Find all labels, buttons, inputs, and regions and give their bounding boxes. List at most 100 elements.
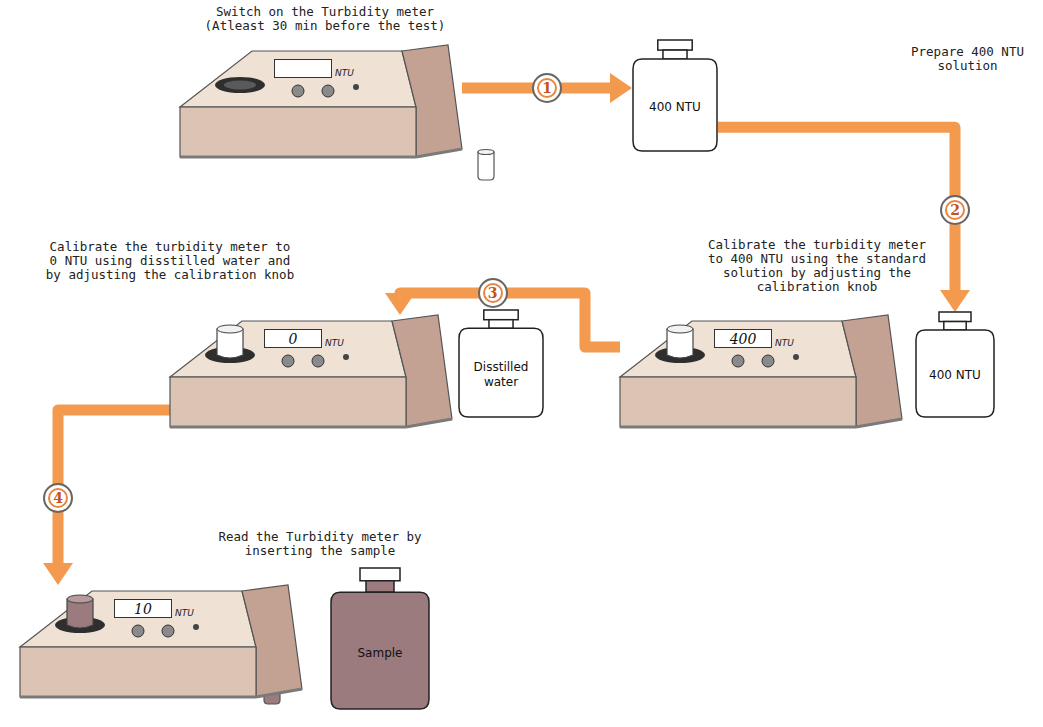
bottle-outline (915, 312, 995, 418)
meter-front-panel (620, 377, 856, 427)
cuvette-top (667, 325, 693, 333)
bottle-cap (360, 568, 400, 581)
step-number: 3 (478, 278, 508, 308)
meter-base (416, 149, 462, 157)
meter-top-panel (20, 591, 256, 647)
sample-holder (215, 77, 265, 93)
control-knob (762, 355, 774, 367)
bottle-outline (330, 568, 430, 710)
display-unit: NTU (775, 338, 794, 348)
display-window (274, 59, 332, 78)
reagent-bottle: Sample (330, 568, 430, 710)
display-window: 0 (264, 329, 322, 348)
control-knob (162, 625, 174, 637)
cuvette-top (67, 595, 93, 603)
meter-front-panel (180, 107, 416, 157)
meter-display: 400 NTU (714, 329, 794, 348)
bottle-body (916, 330, 994, 417)
display-reading: 0 (289, 331, 298, 347)
control-knob (322, 85, 334, 97)
bottle-label-area: 400 NTU (915, 333, 995, 418)
display-unit: NTU (335, 68, 354, 78)
meter-base (620, 426, 856, 429)
bottle-body (331, 592, 429, 709)
bottle-label: Sample (358, 646, 403, 661)
bottle-label-area: Disstilled water (458, 332, 544, 418)
bottle-cap (484, 310, 518, 320)
cuvette-top (217, 325, 243, 333)
bottle-neck (489, 320, 513, 329)
display-reading: 400 (730, 331, 757, 347)
display-window: 400 (714, 329, 772, 348)
meter-front-panel (170, 377, 406, 427)
control-knob (132, 625, 144, 637)
reagent-bottle: 400 NTU (632, 40, 718, 152)
arrow-head (43, 563, 73, 585)
display-unit: NTU (175, 608, 194, 618)
bottle-neck (366, 581, 394, 592)
control-knob (312, 355, 324, 367)
meter-top-panel (180, 51, 416, 107)
arrow-head (940, 290, 970, 312)
step-arrow (462, 73, 632, 103)
callout-number: 2 (950, 202, 960, 218)
step-number: 2 (940, 195, 970, 225)
step-caption: Read the Turbidity meter by inserting th… (215, 530, 425, 558)
bottle-label-area: Sample (330, 596, 430, 710)
turbidity-meter: 0 NTU (170, 315, 452, 433)
control-knob (292, 85, 304, 97)
power-switch (193, 624, 199, 630)
meter-base (856, 419, 902, 427)
step-number: 4 (43, 483, 73, 513)
step-caption: Prepare 400 NTU solution (905, 45, 1030, 73)
bottle-cap (939, 312, 971, 322)
meter-display: NTU (274, 59, 354, 78)
meter-base (256, 689, 302, 697)
callout-number: 3 (488, 285, 498, 301)
arrow-shaft (58, 410, 170, 565)
holder-opening (224, 81, 256, 90)
callout-number: 4 (53, 490, 63, 506)
meter-display: 10 NTU (114, 599, 194, 618)
meter-base (180, 156, 416, 159)
bottle-cap (658, 40, 692, 50)
bottle-label: Disstilled water (464, 360, 538, 390)
display-window: 10 (114, 599, 172, 618)
reagent-bottle: 400 NTU (915, 312, 995, 418)
meter-front-panel (20, 647, 256, 697)
step-number: 1 (532, 73, 562, 103)
bottle-label: 400 NTU (929, 368, 981, 383)
control-knob (732, 355, 744, 367)
bottle-outline (632, 40, 718, 152)
power-switch (793, 354, 799, 360)
turbidity-meter: NTU (180, 45, 462, 163)
reagent-bottle: Disstilled water (458, 310, 544, 418)
bottle-label-area: 400 NTU (632, 62, 718, 152)
step-caption: Calibrate the turbidity meter to 0 NTU u… (45, 240, 295, 282)
bottle-neck (663, 50, 687, 59)
turbidity-meter: 400 NTU (620, 315, 902, 433)
bottle-body (459, 328, 543, 417)
turbidity-meter: 10 NTU (20, 585, 302, 703)
spare-cuvette (478, 150, 494, 181)
arrow-head (385, 293, 415, 315)
step-caption: Switch on the Turbidity meter (Atleast 3… (190, 5, 460, 33)
bottle-body (633, 59, 717, 151)
meter-top-panel (170, 321, 406, 377)
display-unit: NTU (325, 338, 344, 348)
step-arrow (43, 410, 170, 585)
callout-number: 1 (542, 80, 552, 96)
meter-base (20, 696, 256, 699)
bottle-label: 400 NTU (649, 100, 701, 115)
power-switch (343, 354, 349, 360)
arrow-head (610, 73, 632, 103)
meter-base (170, 426, 406, 429)
display-reading: 10 (134, 601, 152, 617)
step-caption: Calibrate the turbidity meter to 400 NTU… (700, 238, 934, 294)
bottle-neck (944, 322, 966, 330)
meter-base (406, 419, 452, 427)
meter-top-panel (620, 321, 856, 377)
control-knob (282, 355, 294, 367)
power-switch (353, 84, 359, 90)
